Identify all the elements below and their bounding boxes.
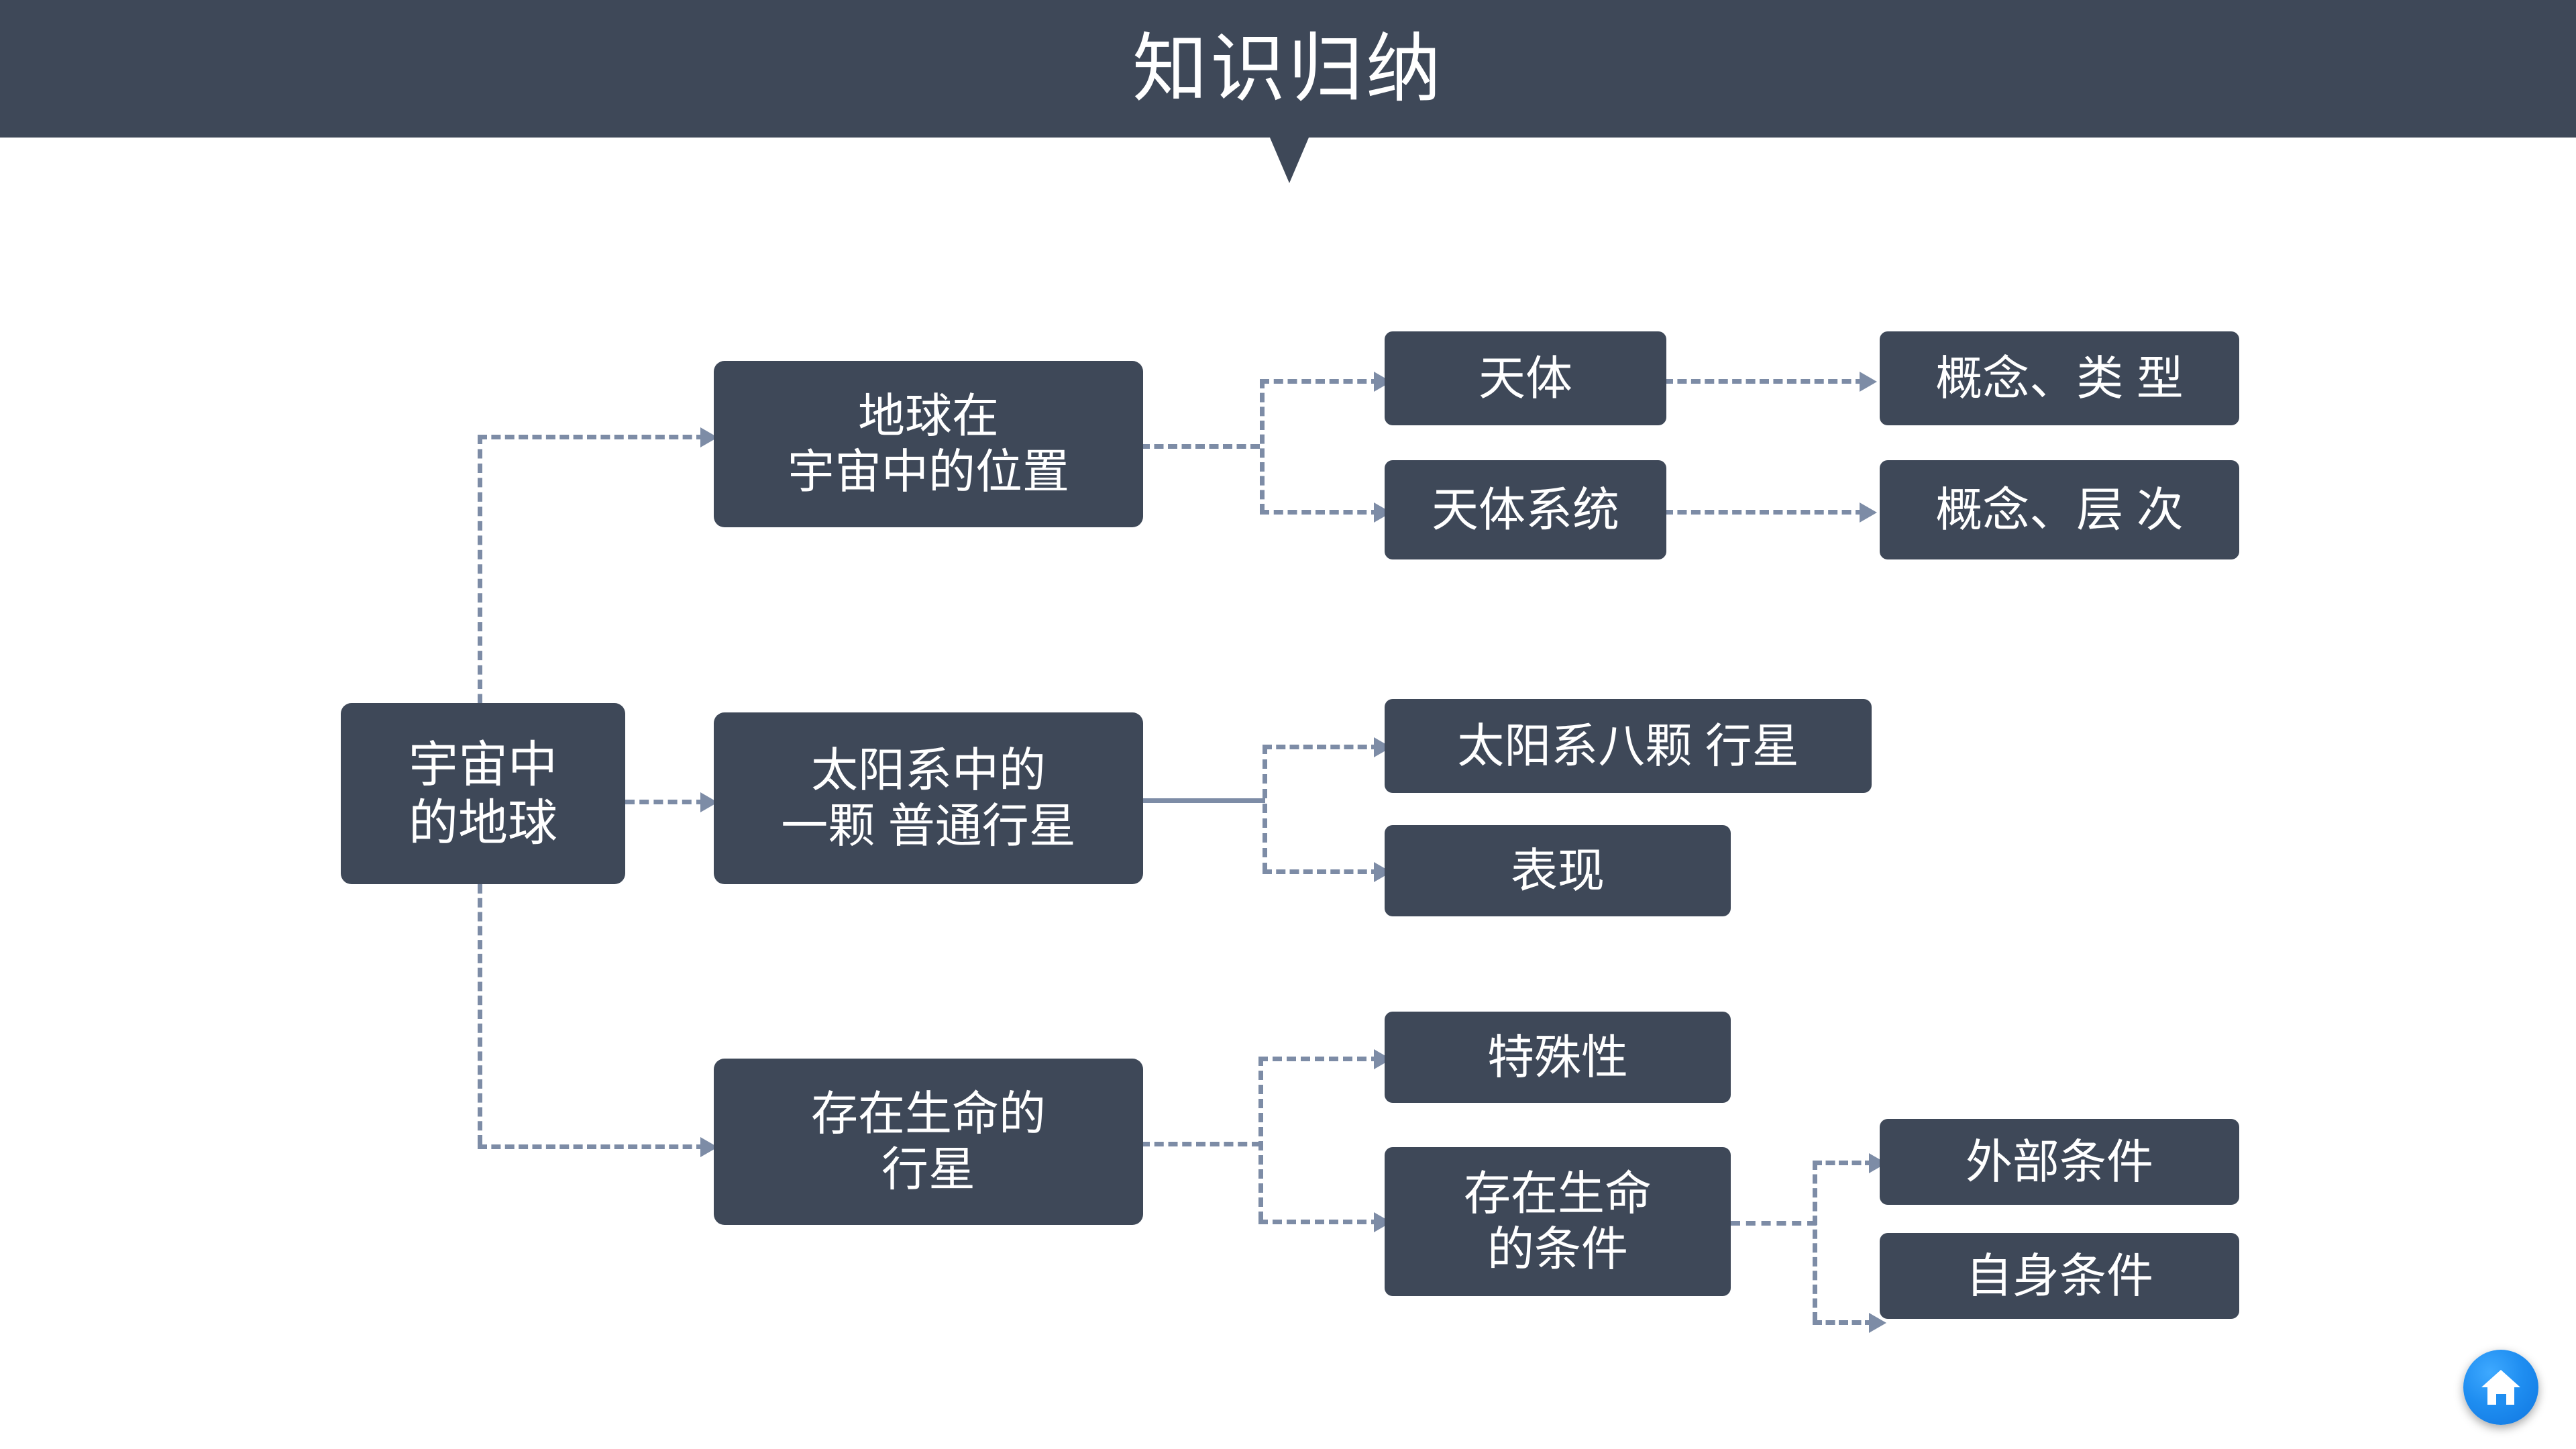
connector-branch3-stem <box>1140 1142 1261 1146</box>
connector-branch1-stem <box>1140 444 1260 449</box>
connector-branch3-fork <box>1258 1057 1263 1221</box>
node-celestial-system[interactable]: 天体系统 <box>1385 460 1666 559</box>
title-bar-pointer <box>1270 138 1309 183</box>
connector-branch3-to-teshuxing <box>1258 1057 1381 1061</box>
node-life-conditions[interactable]: 存在生命 的条件 <box>1385 1147 1731 1296</box>
connector-root-spine-down <box>478 884 482 1144</box>
arrow-tiantixitong-to-gainian-cengci <box>1860 502 1877 523</box>
node-internal-conditions[interactable]: 自身条件 <box>1880 1233 2239 1319</box>
node-branch-earth-position[interactable]: 地球在 宇宙中的位置 <box>714 361 1143 527</box>
arrow-tianti-to-gainian-leixing <box>1860 372 1877 392</box>
node-celestial-body[interactable]: 天体 <box>1385 331 1666 425</box>
connector-root-spine-up <box>478 435 482 718</box>
connector-tianti-to-gainian-leixing <box>1664 379 1865 384</box>
home-button[interactable] <box>2463 1350 2538 1425</box>
connector-branch1-to-tianti <box>1260 379 1381 384</box>
connector-tiaojian-fork <box>1813 1161 1817 1322</box>
connector-branch2-to-biaoxian <box>1263 869 1381 874</box>
connector-root-to-branch1 <box>478 435 706 439</box>
node-branch-ordinary-planet[interactable]: 太阳系中的 一颗 普通行星 <box>714 712 1143 884</box>
home-icon <box>2481 1370 2520 1405</box>
connector-branch1-fork <box>1260 379 1265 513</box>
home-icon-door <box>2496 1394 2506 1405</box>
connector-branch2-fork <box>1263 745 1267 872</box>
node-manifestation[interactable]: 表现 <box>1385 825 1731 916</box>
node-branch-life-planet[interactable]: 存在生命的 行星 <box>714 1059 1143 1225</box>
connector-branch1-to-tiantixitong <box>1260 510 1381 515</box>
title-bar: 知识归纳 <box>0 0 2576 138</box>
node-external-conditions[interactable]: 外部条件 <box>1880 1119 2239 1205</box>
node-root[interactable]: 宇宙中 的地球 <box>341 703 625 884</box>
connector-branch3-to-tiaojian <box>1258 1220 1381 1224</box>
connector-root-to-branch3 <box>478 1144 706 1149</box>
connector-root-to-branch2 <box>625 800 706 804</box>
connector-tiaojian-to-zishen <box>1813 1320 1874 1325</box>
node-eight-planets[interactable]: 太阳系八颗 行星 <box>1385 699 1872 793</box>
node-concept-level[interactable]: 概念、层 次 <box>1880 460 2239 559</box>
connector-tiaojian-to-waibu <box>1813 1161 1874 1165</box>
connector-branch2-to-baxing <box>1263 745 1381 749</box>
node-concept-type[interactable]: 概念、类 型 <box>1880 331 2239 425</box>
page-title: 知识归纳 <box>1132 26 1444 111</box>
connector-tiaojian-stem <box>1731 1221 1817 1226</box>
home-icon-roof <box>2481 1370 2520 1387</box>
node-particularity[interactable]: 特殊性 <box>1385 1012 1731 1103</box>
connector-branch2-stem-solid <box>1140 798 1265 803</box>
connector-tiantixitong-to-gainian-cengci <box>1664 510 1865 515</box>
